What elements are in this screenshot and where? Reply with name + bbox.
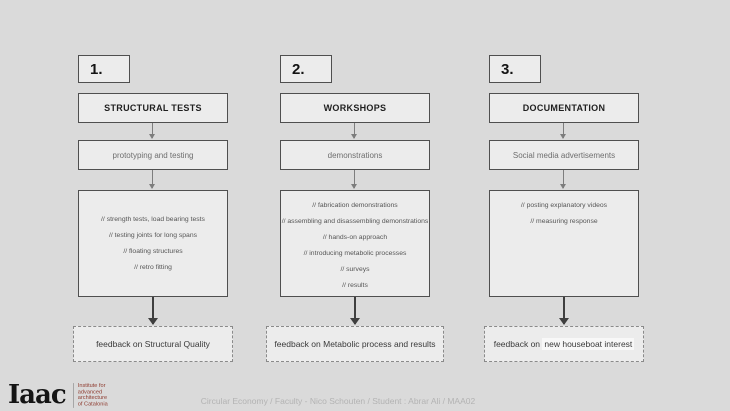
- down-arrow-icon: [351, 170, 357, 189]
- detail-item: // results: [342, 282, 368, 289]
- details-box: // strength tests, load bearing tests //…: [78, 190, 228, 297]
- feedback-highlight: new houseboat interest: [542, 338, 635, 350]
- subtitle-box: demonstrations: [280, 140, 430, 170]
- feedback-box: feedback on Structural Quality: [73, 326, 233, 362]
- detail-item: // floating structures: [123, 248, 183, 255]
- step-number-box: 1.: [78, 55, 130, 83]
- subtitle-box: Social media advertisements: [489, 140, 639, 170]
- step-number: 2.: [292, 60, 305, 78]
- detail-item: // testing joints for long spans: [108, 232, 198, 239]
- tagline-line: architecture: [77, 395, 107, 401]
- feedback-prefix: feedback on: [493, 339, 543, 349]
- detail-item: // introducing metabolic processes: [303, 250, 407, 257]
- detail-item: // measuring response: [530, 218, 598, 225]
- detail-item: // strength tests, load bearing tests: [101, 216, 205, 223]
- detail-item: // retro fitting: [134, 264, 172, 271]
- down-arrow-icon: [147, 297, 158, 325]
- tagline-line: advanced: [77, 389, 102, 395]
- title-box: WORKSHOPS: [280, 93, 430, 123]
- down-arrow-icon: [560, 123, 566, 139]
- step-number: 1.: [90, 60, 103, 78]
- footer-credits: Circular Economy / Faculty - Nico Schout…: [200, 396, 476, 406]
- title-label: DOCUMENTATION: [522, 103, 606, 113]
- iaac-wordmark: Iaac: [8, 380, 67, 411]
- iaac-logo: Iaac Institute for advanced architecture…: [8, 380, 116, 411]
- details-box: // fabrication demonstrations // assembl…: [280, 190, 430, 297]
- title-label: WORKSHOPS: [323, 103, 387, 113]
- subtitle-label: prototyping and testing: [112, 150, 194, 160]
- feedback-box: feedback on new houseboat interest: [484, 326, 644, 362]
- iaac-tagline: Institute for advanced architecture of C…: [72, 383, 108, 408]
- down-arrow-icon: [149, 170, 155, 189]
- down-arrow-icon: [560, 170, 566, 189]
- down-arrow-icon: [149, 123, 155, 139]
- step-number: 3.: [501, 60, 514, 78]
- title-label: STRUCTURAL TESTS: [104, 103, 202, 113]
- step-number-box: 3.: [489, 55, 541, 83]
- feedback-label: feedback on new houseboat interest: [493, 338, 635, 350]
- feedback-label: feedback on Structural Quality: [96, 339, 210, 349]
- tagline-line: Institute for: [77, 383, 106, 389]
- feedback-box: feedback on Metabolic process and result…: [266, 326, 444, 362]
- step-number-box: 2.: [280, 55, 332, 83]
- down-arrow-icon: [349, 297, 360, 325]
- subtitle-label: Social media advertisements: [512, 150, 616, 160]
- feedback-label: feedback on Metabolic process and result…: [274, 339, 436, 349]
- tagline-line: of Catalonia: [77, 401, 108, 408]
- down-arrow-icon: [558, 297, 569, 325]
- details-box: // posting explanatory videos // measuri…: [489, 190, 639, 297]
- detail-item: // hands-on approach: [322, 234, 388, 241]
- title-box: DOCUMENTATION: [489, 93, 639, 123]
- detail-item: // posting explanatory videos: [520, 202, 608, 209]
- subtitle-box: prototyping and testing: [78, 140, 228, 170]
- detail-item: // assembling and disassembling demonstr…: [281, 218, 429, 225]
- detail-item: // surveys: [340, 266, 370, 273]
- subtitle-label: demonstrations: [327, 150, 383, 160]
- detail-item: // fabrication demonstrations: [312, 202, 398, 209]
- title-box: STRUCTURAL TESTS: [78, 93, 228, 123]
- down-arrow-icon: [351, 123, 357, 139]
